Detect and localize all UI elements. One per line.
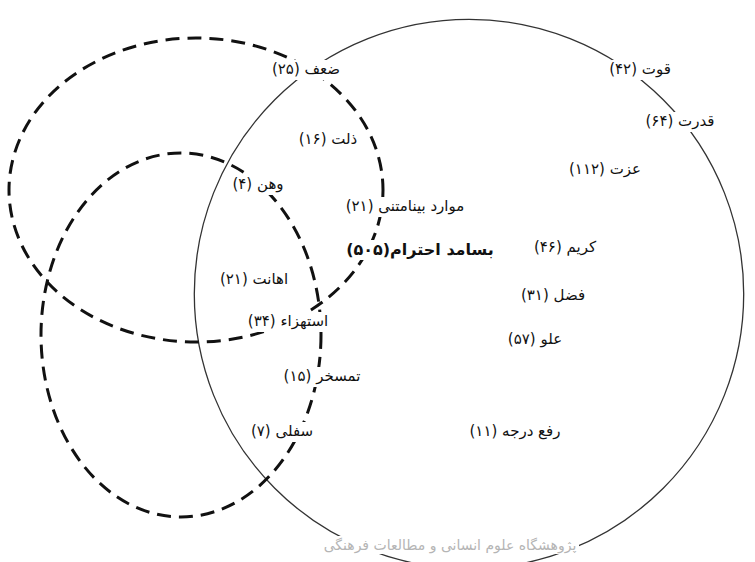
term-label: ضعف (۲۵) — [269, 60, 343, 80]
circle-outline — [41, 153, 321, 517]
term-label: رفع درجه (۱۱) — [466, 422, 563, 442]
term-label: علو (۵۷) — [505, 330, 565, 350]
term-label: ذلت (۱۶) — [296, 130, 361, 150]
term-label: تمسخر (۱۵) — [281, 367, 364, 387]
term-label: عزت (۱۱۲) — [566, 160, 644, 180]
term-label: اهانت (۲۱) — [217, 270, 291, 290]
dashed-circle: اهانت (۲۱)استهزاء (۳۴)تمسخر (۱۵)سفلی (۷) — [38, 150, 324, 520]
circle-outline — [38, 150, 324, 520]
term-label: فضل (۳۱) — [518, 286, 588, 306]
circle-outline — [9, 38, 383, 342]
circle-outline — [6, 35, 386, 345]
main-circle: قوت (۴۲) قدرت (۶۴) عزت (۱۱۲) موارد بینامتنی… — [193, 18, 745, 562]
frequency-title: بسامد احترام(۵۰۵) — [343, 240, 497, 261]
circle-outline — [194, 19, 743, 562]
circle-outline — [193, 18, 745, 562]
term-label: کریم (۴۶) — [531, 238, 599, 258]
term-label: قوت (۴۲) — [606, 60, 674, 80]
dashed-circle: ضعف (۲۵) ذلت (۱۶) وهن (۴) — [6, 35, 386, 345]
watermark: پژوهشگاه علوم انسانی و مطالعات فرهنگی — [321, 536, 580, 554]
term-label: استهزاء (۳۴) — [245, 312, 331, 332]
term-label: سفلی (۷) — [248, 422, 316, 442]
term-label: وهن (۴) — [229, 175, 286, 195]
term-label: قدرت (۶۴) — [642, 112, 717, 132]
term-label: موارد بینامتنی (۲۱) — [343, 197, 468, 217]
